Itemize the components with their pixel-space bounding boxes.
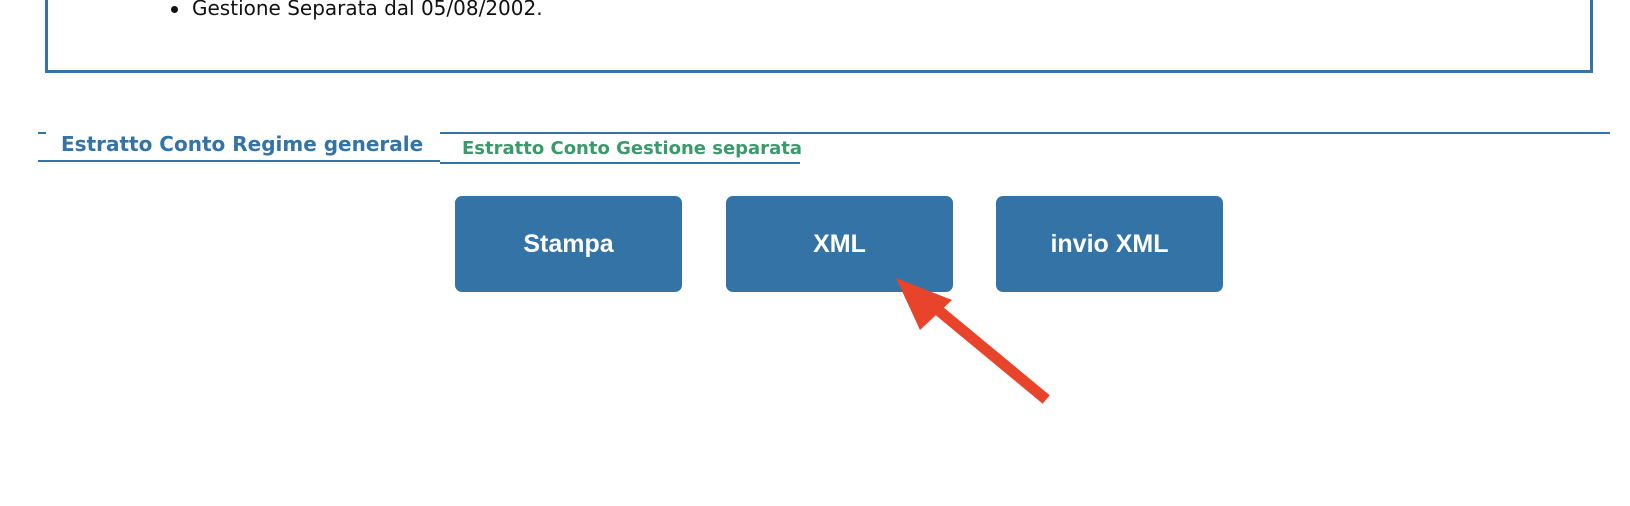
info-list-item-text: Gestione Separata dal 05/08/2002.	[192, 0, 543, 20]
stampa-button[interactable]: Stampa	[455, 196, 682, 292]
invio-xml-button-label: invio XML	[1050, 229, 1169, 258]
tab-strip-tick	[38, 132, 46, 134]
invio-xml-button[interactable]: invio XML	[996, 196, 1223, 292]
tab-strip-line	[440, 132, 1610, 134]
xml-button-label: XML	[813, 229, 866, 258]
tab-label: Estratto Conto Gestione separata	[462, 138, 802, 159]
info-list-item: Gestione Separata dal 05/08/2002.	[148, 0, 543, 22]
tab-estratto-conto-gestione-separata[interactable]: Estratto Conto Gestione separata	[440, 134, 802, 164]
tab-estratto-conto-regime-generale[interactable]: Estratto Conto Regime generale	[38, 132, 440, 162]
stampa-button-label: Stampa	[523, 229, 614, 258]
bullet-icon	[171, 6, 178, 13]
xml-button[interactable]: XML	[726, 196, 953, 292]
info-list: Gestione Separata dal 05/08/2002.	[148, 0, 543, 22]
tab-label: Estratto Conto Regime generale	[61, 132, 424, 156]
info-box: Gestione Separata dal 05/08/2002.	[45, 0, 1593, 73]
